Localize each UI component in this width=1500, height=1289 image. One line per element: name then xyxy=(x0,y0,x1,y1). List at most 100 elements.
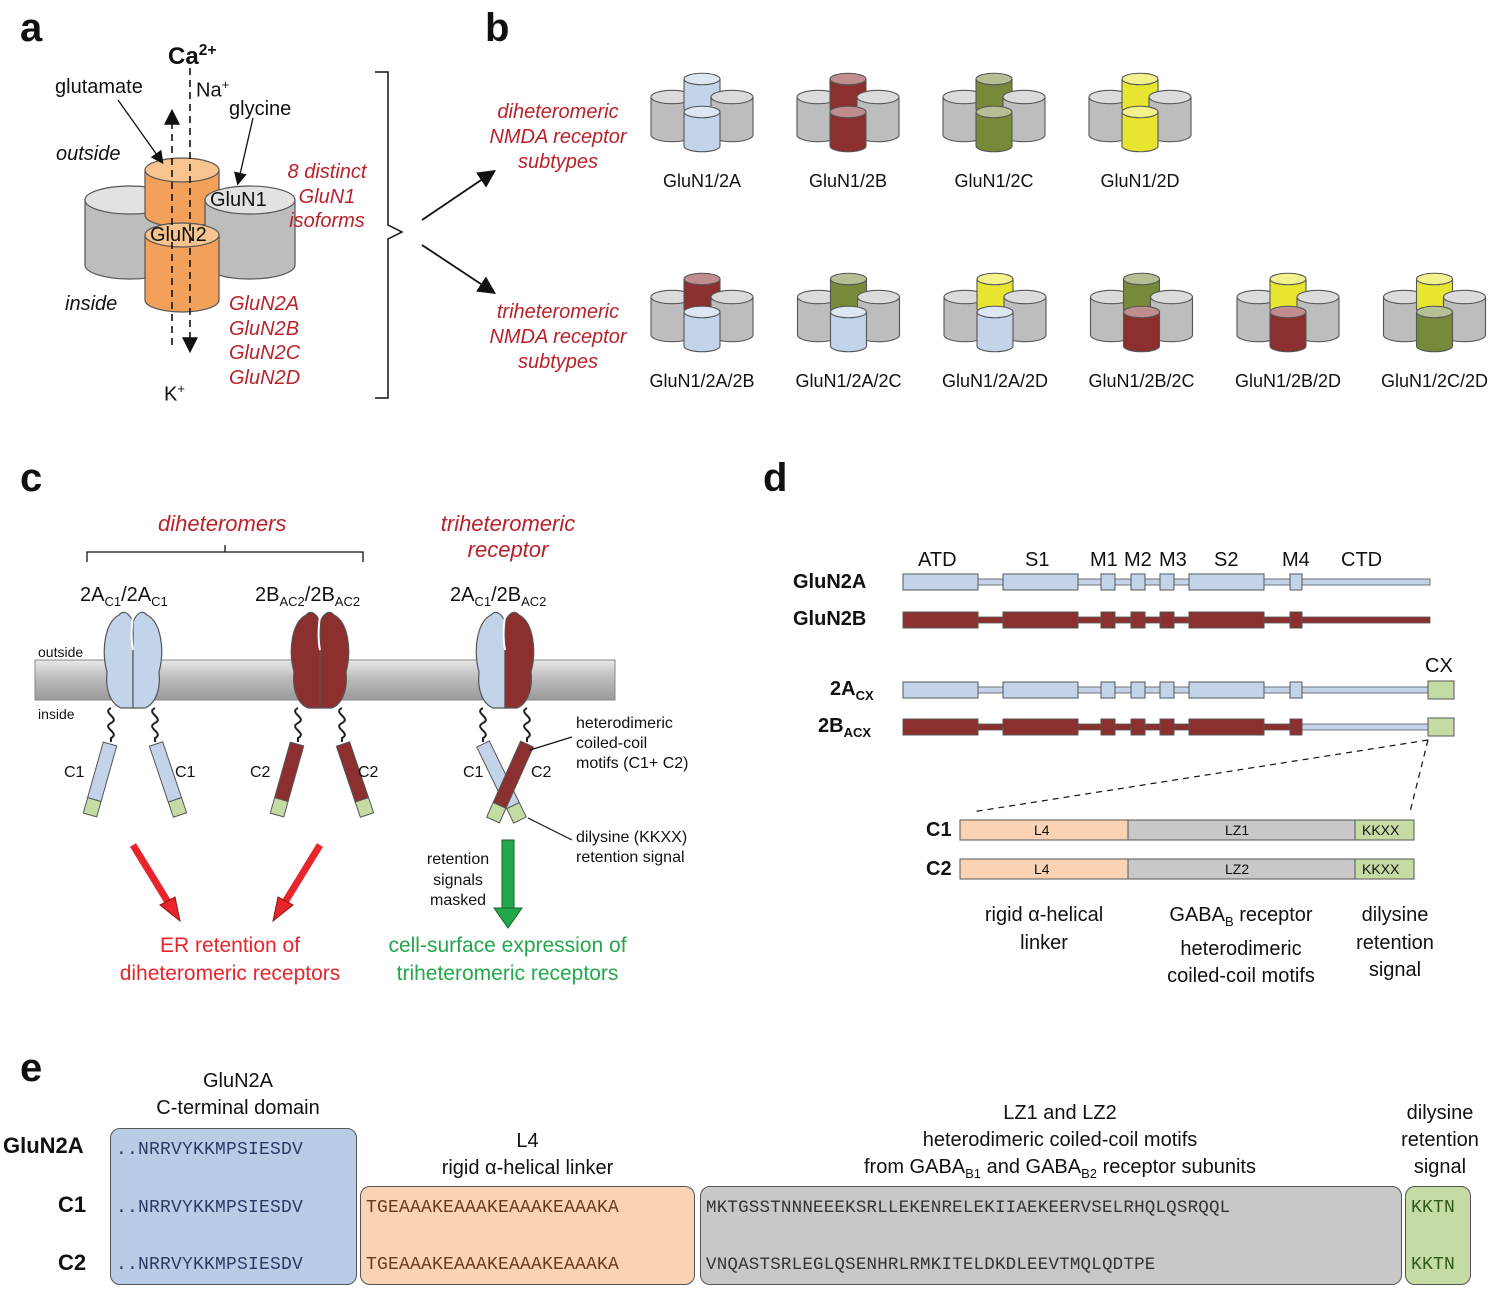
ctd-seq-c2: ..NRRVYKKMPSIESDV xyxy=(116,1255,304,1275)
glun1-label: GluN1 xyxy=(210,189,267,211)
subtype-label: GluN1/2A xyxy=(662,171,742,191)
subtype-label: GluN1/2C/2D xyxy=(1380,371,1489,391)
l4-seq-c2: TGEAAAKEAAAKEAAAKEAAAKA xyxy=(366,1255,620,1275)
diheteromers-bracket xyxy=(86,545,364,562)
subtype-label: GluN1/2D xyxy=(1100,171,1180,191)
receptor-tri-label: 2AC1/2BAC2 xyxy=(450,584,547,609)
arrow-to-diheteromeric xyxy=(421,169,496,221)
domain-m2: M2 xyxy=(1124,549,1152,571)
glycine-label: glycine xyxy=(229,98,292,120)
subtype-label: GluN1/2B xyxy=(808,171,888,191)
glun2a-track-label: GluN2A xyxy=(793,571,867,593)
inside-label: inside xyxy=(65,293,118,315)
receptor-icon-GluN1/2A xyxy=(650,72,754,153)
panel-label-e: e xyxy=(20,1046,43,1090)
domain-atd: ATD xyxy=(918,549,957,571)
panel-c-receptors xyxy=(82,611,535,824)
lz2-seq: VNQASTSRLEGLQSENHRLRMKITELDKDLEEVTMQLQDT… xyxy=(706,1255,1156,1275)
l4-sequence-box xyxy=(360,1186,695,1285)
domain-s2: S2 xyxy=(1214,549,1239,571)
l4-segment-c1: L4 xyxy=(1034,822,1050,838)
panel-b-triheteromeric-icons xyxy=(650,272,1487,353)
row-label-c1: C1 xyxy=(58,1192,87,1217)
domain-s1: S1 xyxy=(1025,549,1050,571)
domain-m1: M1 xyxy=(1090,549,1118,571)
cx-construct-bars xyxy=(959,819,1415,880)
panel-d-domain-tracks xyxy=(902,573,1455,737)
receptor-icon-GluN1/2A/2D xyxy=(943,272,1047,353)
ctd-seq-c1: ..NRRVYKKMPSIESDV xyxy=(116,1198,304,1218)
glun2b-track-label: GluN2B xyxy=(793,608,867,630)
receptor-icon-GluN1/2C xyxy=(942,72,1046,153)
panel-label-c: c xyxy=(20,456,43,500)
kkxx-segment-c2: KKXX xyxy=(1362,861,1400,877)
receptor-icon-GluN1/2B/2D xyxy=(1236,272,1340,353)
c1-construct-label: C1 xyxy=(926,819,952,841)
dilysine-sequence-box xyxy=(1405,1186,1471,1285)
c2-construct-label: C2 xyxy=(926,858,952,880)
receptor-icon-GluN1/2C/2D xyxy=(1382,272,1487,353)
er-arrow-left xyxy=(130,843,174,909)
sodium-label: Na+ xyxy=(196,77,230,102)
kkxx-segment-c1: KKXX xyxy=(1362,822,1400,838)
lz2-segment: LZ2 xyxy=(1225,861,1250,877)
l4-segment-c2: L4 xyxy=(1034,861,1050,877)
l4-seq-c1: TGEAAAKEAAAKEAAAKEAAAKA xyxy=(366,1198,620,1218)
c2-label-tri: C2 xyxy=(531,764,552,781)
c2-label-right: C2 xyxy=(358,764,379,781)
glutamate-label: glutamate xyxy=(55,76,143,98)
subtype-label: GluN1/2C xyxy=(954,171,1034,191)
kk-seq-c1: KKTN xyxy=(1411,1198,1456,1218)
domain-m4: M4 xyxy=(1282,549,1310,571)
ctd-sequence-box xyxy=(110,1128,357,1285)
c1-label-tri: C1 xyxy=(463,764,484,781)
subtype-label: GluN1/2A/2B xyxy=(649,371,755,391)
membrane-inside-label: inside xyxy=(38,706,75,722)
c2-label-left: C2 xyxy=(250,764,271,781)
panel-label-d: d xyxy=(763,456,788,500)
surface-arrow xyxy=(501,839,515,911)
row-label-c2: C2 xyxy=(58,1250,87,1275)
c1-label-left: C1 xyxy=(64,764,85,781)
panel-a-bracket xyxy=(375,71,404,399)
panel-b-diheteromeric-icons xyxy=(650,72,1192,153)
panel-label-a: a xyxy=(20,6,43,50)
glun2-label: GluN2 xyxy=(150,224,207,246)
dilysine-note: dilysine (KKXX)retention signal xyxy=(576,829,688,866)
subtype-label: GluN1/2A/2D xyxy=(941,371,1049,391)
receptor-2ac1-label: 2AC1/2AC1 xyxy=(80,584,168,609)
lz1-seq: MKTGSSTNNNEEEKSRLLEKENRELEKIIAEKEERVSELR… xyxy=(706,1198,1231,1218)
calcium-label: Ca2+ xyxy=(168,42,217,70)
lz-sequence-box xyxy=(700,1186,1402,1285)
ctd-seq-glun2a: ..NRRVYKKMPSIESDV xyxy=(116,1140,304,1160)
2acx-track-label: 2ACX xyxy=(830,678,874,703)
lz1-segment: LZ1 xyxy=(1225,822,1250,838)
subtype-label: GluN1/2B/2C xyxy=(1088,371,1195,391)
panel-label-b: b xyxy=(485,6,510,50)
kk-seq-c2: KKTN xyxy=(1411,1255,1456,1275)
receptor-icon-GluN1/2B/2C xyxy=(1089,272,1194,353)
receptor-icon-GluN1/2D xyxy=(1088,72,1192,153)
subtype-label: GluN1/2B/2D xyxy=(1234,371,1342,391)
domain-m3: M3 xyxy=(1159,549,1187,571)
subtype-label: GluN1/2A/2C xyxy=(795,371,902,391)
outside-label: outside xyxy=(56,143,121,165)
domain-ctd: CTD xyxy=(1341,549,1383,571)
potassium-label: K+ xyxy=(164,381,185,406)
2bacx-track-label: 2BACX xyxy=(818,715,872,740)
cx-label: CX xyxy=(1425,655,1453,677)
